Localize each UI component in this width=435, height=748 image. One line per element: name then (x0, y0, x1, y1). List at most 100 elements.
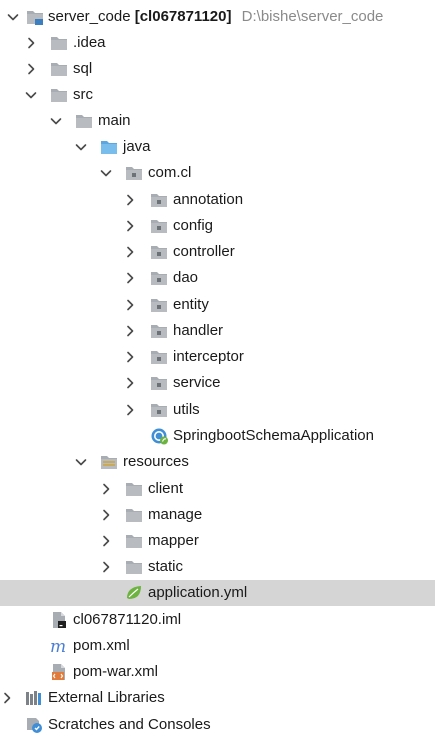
tree-node-label: Scratches and Consoles (48, 716, 211, 733)
chevron-right-icon[interactable] (124, 299, 136, 311)
tree-node-label: com.cl (148, 164, 192, 181)
tree-node-label: cl067871120.iml (73, 611, 182, 628)
tree-node-label: sql (73, 60, 93, 77)
tree-node-label: java (123, 138, 151, 155)
root-label: server_code [cl067871120] D:\bishe\serve… (48, 4, 383, 30)
chevron-right-icon[interactable] (100, 535, 112, 547)
tree-node-resources[interactable]: resources (0, 449, 435, 475)
chevron-right-icon[interactable] (100, 483, 112, 495)
package-icon (149, 296, 169, 314)
tree-node-label: utils (173, 401, 200, 418)
chevron-right-icon[interactable] (124, 246, 136, 258)
chevron-right-icon[interactable] (100, 509, 112, 521)
tree-node-annotation[interactable]: annotation (0, 187, 435, 213)
tree-node-controller[interactable]: controller (0, 239, 435, 265)
chevron-right-icon[interactable] (124, 404, 136, 416)
chevron-right-icon[interactable] (100, 561, 112, 573)
tree-node-client[interactable]: client (0, 476, 435, 502)
tree-node-pom[interactable]: pom.xml (0, 633, 435, 659)
tree-node-dao[interactable]: dao (0, 265, 435, 291)
tree-node-application-yml[interactable]: application.yml (0, 580, 435, 606)
tree-node-springboot-application[interactable]: SpringbootSchemaApplication (0, 423, 435, 449)
chevron-right-icon[interactable] (25, 63, 37, 75)
package-icon (149, 243, 169, 261)
tree-node-root[interactable]: server_code [cl067871120] D:\bishe\serve… (0, 4, 435, 30)
folder-icon (124, 532, 144, 550)
tree-node-label: static (148, 558, 184, 575)
tree-node-label: annotation (173, 191, 244, 208)
tree-node-pom-war[interactable]: pom-war.xml (0, 659, 435, 685)
tree-node-config[interactable]: config (0, 213, 435, 239)
tree-node-label: mapper (148, 532, 199, 549)
package-icon (149, 191, 169, 209)
tree-node-label: pom.xml (73, 637, 130, 654)
package-icon (149, 401, 169, 419)
tree-node-mapper[interactable]: mapper (0, 528, 435, 554)
chevron-right-icon[interactable] (124, 220, 136, 232)
package-icon (149, 348, 169, 366)
tree-node-scratches[interactable]: Scratches and Consoles (0, 712, 435, 738)
tree-node-iml[interactable]: cl067871120.iml (0, 607, 435, 633)
package-icon (149, 217, 169, 235)
xml-file-icon (49, 663, 69, 681)
tree-node-label: entity (173, 296, 209, 313)
tree-node-handler[interactable]: handler (0, 318, 435, 344)
chevron-right-icon[interactable] (124, 194, 136, 206)
folder-icon (49, 60, 69, 78)
chevron-right-icon[interactable] (124, 377, 136, 389)
tree-node-label: service (173, 374, 221, 391)
tree-node-idea[interactable]: .idea (0, 30, 435, 56)
folder-icon (74, 112, 94, 130)
chevron-down-icon[interactable] (75, 141, 87, 153)
tree-node-label: dao (173, 269, 199, 286)
chevron-right-icon[interactable] (25, 37, 37, 49)
tree-node-utils[interactable]: utils (0, 397, 435, 423)
folder-icon (124, 506, 144, 524)
tree-node-label: application.yml (148, 584, 248, 601)
resources-folder-icon (99, 453, 119, 471)
tree-node-external-libraries[interactable]: External Libraries (0, 685, 435, 711)
folder-icon (124, 480, 144, 498)
tree-node-static[interactable]: static (0, 554, 435, 580)
package-icon (124, 164, 144, 182)
spring-boot-class-icon (149, 427, 169, 445)
chevron-down-icon[interactable] (25, 89, 37, 101)
chevron-right-icon[interactable] (1, 692, 13, 704)
tree-node-src[interactable]: src (0, 82, 435, 108)
tree-node-java[interactable]: java (0, 134, 435, 160)
chevron-right-icon[interactable] (124, 272, 136, 284)
chevron-down-icon[interactable] (7, 11, 19, 23)
tree-node-label: handler (173, 322, 224, 339)
chevron-down-icon[interactable] (50, 115, 62, 127)
root-module-name: [cl067871120] (134, 8, 232, 25)
scratches-icon (24, 716, 44, 734)
chevron-right-icon[interactable] (124, 325, 136, 337)
spring-leaf-icon (124, 584, 144, 602)
tree-node-label: External Libraries (48, 689, 165, 706)
chevron-down-icon[interactable] (100, 167, 112, 179)
tree-node-entity[interactable]: entity (0, 292, 435, 318)
tree-node-sql[interactable]: sql (0, 56, 435, 82)
folder-icon (124, 558, 144, 576)
tree-node-label: src (73, 86, 93, 103)
package-icon (149, 269, 169, 287)
tree-node-label: main (98, 112, 131, 129)
tree-node-com-cl[interactable]: com.cl (0, 160, 435, 186)
tree-node-manage[interactable]: manage (0, 502, 435, 528)
chevron-down-icon[interactable] (75, 456, 87, 468)
tree-node-service[interactable]: service (0, 370, 435, 396)
maven-icon (49, 637, 69, 655)
tree-node-label: config (173, 217, 214, 234)
libraries-icon (24, 689, 44, 707)
chevron-right-icon[interactable] (124, 351, 136, 363)
module-folder-icon (25, 8, 45, 26)
tree-node-interceptor[interactable]: interceptor (0, 344, 435, 370)
package-icon (149, 374, 169, 392)
folder-icon (49, 86, 69, 104)
source-folder-icon (99, 138, 119, 156)
tree-node-label: manage (148, 506, 203, 523)
root-path: D:\bishe\server_code (241, 8, 384, 25)
tree-node-main[interactable]: main (0, 108, 435, 134)
tree-node-label: SpringbootSchemaApplication (173, 427, 374, 444)
